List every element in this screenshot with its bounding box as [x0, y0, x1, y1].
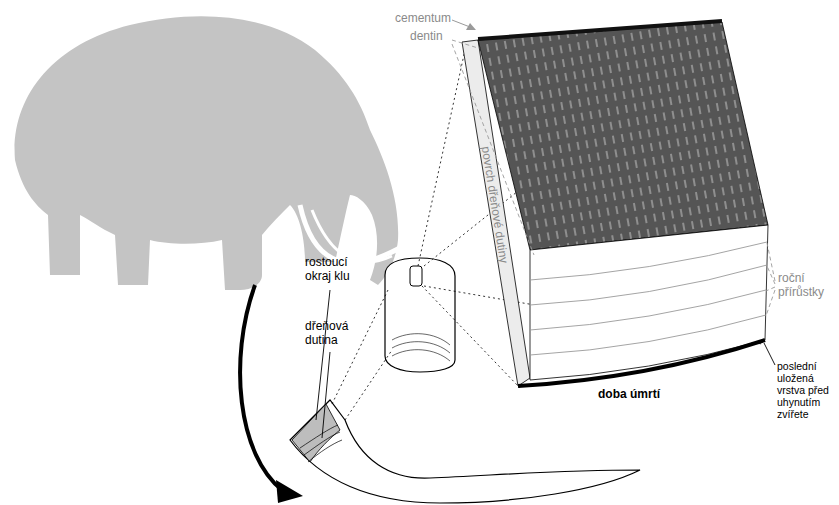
front-face [530, 225, 768, 380]
leader-line [764, 343, 775, 365]
part-label: dřeňová dutina [305, 320, 377, 348]
layer-label: cementum [395, 12, 455, 26]
cementum-layer [478, 21, 722, 39]
part-label: rostoucí okraj klu [305, 256, 377, 284]
layer-label: dentin [410, 30, 455, 44]
tusk-outline [300, 205, 405, 263]
time-label: doba úmrtí [598, 388, 688, 402]
sample-hole [410, 266, 422, 286]
increment-label: roční přírůstky [778, 272, 836, 300]
dentin-top-face [478, 22, 768, 250]
leader-line [316, 290, 330, 420]
note-label: poslední uložená vrstva před uhynutím zv… [777, 360, 837, 420]
pointer-arrow [240, 285, 282, 490]
growing-edge [292, 404, 340, 462]
tusk-piece [385, 258, 455, 372]
last-layer [518, 340, 765, 386]
arrow-head [276, 480, 303, 503]
leader-arrowhead [466, 23, 476, 30]
leader-line [452, 20, 470, 27]
growth-lines [300, 425, 342, 462]
piece-rings [392, 334, 450, 361]
annual-increment-lines [530, 242, 767, 355]
tusk-drawing [290, 400, 640, 503]
tusk-outline [312, 210, 392, 262]
mammoth-silhouette [15, 16, 399, 290]
leader-line [322, 352, 330, 438]
surface-label: povrch dřeňové dutiny [478, 146, 510, 265]
leader-lines [452, 40, 775, 316]
